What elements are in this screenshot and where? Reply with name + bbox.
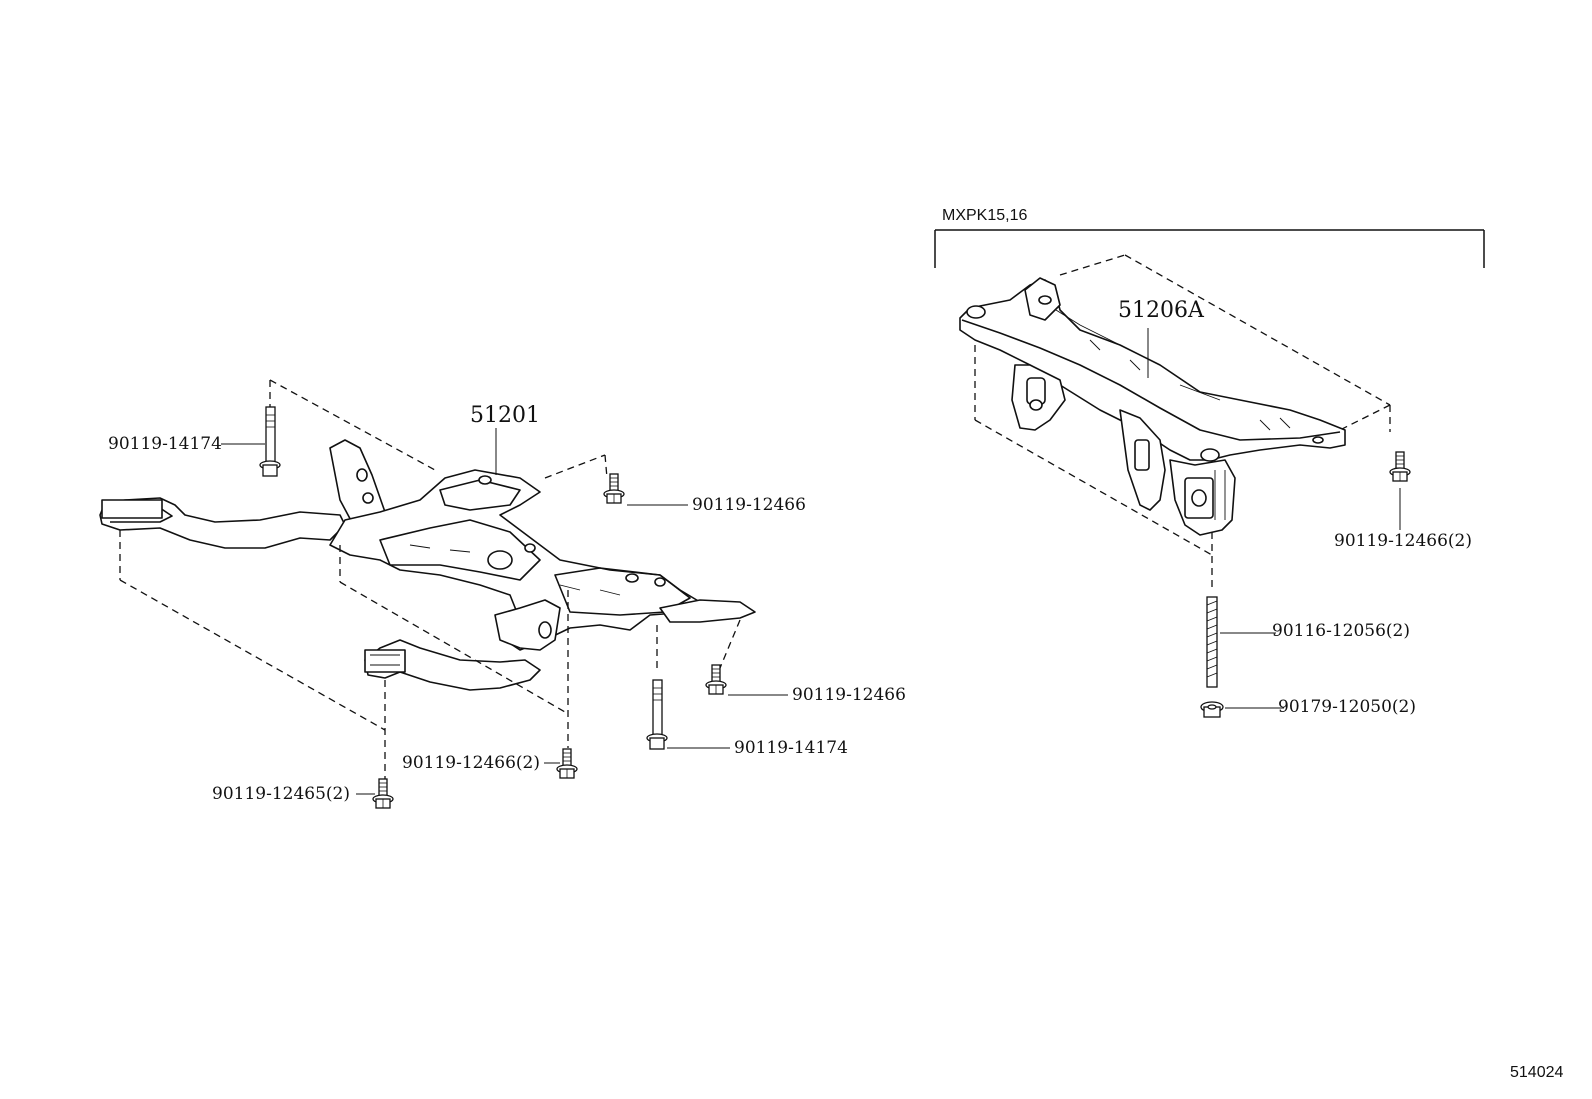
label-nut-90179-12050-2[interactable]: 90179-12050(2)	[1278, 697, 1416, 717]
label-bolt-90119-14174-top[interactable]: 90119-14174	[108, 434, 222, 454]
stud-icon	[1206, 596, 1218, 688]
bolt-icon	[1389, 451, 1411, 482]
label-stud-90116-12056-2[interactable]: 90116-12056(2)	[1272, 621, 1410, 641]
leader-lines-left	[221, 428, 788, 795]
crossmember-51206a-drawing	[959, 277, 1346, 536]
label-bolt-90119-12466-2[interactable]: 90119-12466(2)	[402, 753, 540, 773]
bolt-icon	[646, 679, 668, 750]
bolt-icon	[372, 778, 394, 809]
group-label: MXPK15,16	[942, 207, 1028, 224]
bolt-icon	[705, 664, 727, 695]
assembly-lines-right	[974, 254, 1391, 590]
bolt-icon	[259, 406, 281, 477]
figure-number: 514024	[1510, 1064, 1564, 1081]
leader-lines-right	[1147, 328, 1401, 709]
label-crossmember-51201[interactable]: 51201	[470, 403, 540, 428]
crossmember-51201-drawing	[99, 439, 756, 691]
group-bracket	[934, 229, 1485, 268]
label-bolt-90119-12466-top[interactable]: 90119-12466	[692, 495, 806, 515]
bolt-icon	[603, 473, 625, 504]
label-crossmember-51206a[interactable]: 51206A	[1118, 298, 1204, 323]
nut-icon	[1200, 701, 1224, 718]
label-bolt-90119-12466-front[interactable]: 90119-12466	[792, 685, 906, 705]
label-bolt-90119-12466-2-alt[interactable]: 90119-12466(2)	[1334, 531, 1472, 551]
assembly-lines-left	[119, 379, 741, 780]
label-bolt-90119-14174-front[interactable]: 90119-14174	[734, 738, 848, 758]
label-bolt-90119-12465-2[interactable]: 90119-12465(2)	[212, 784, 350, 804]
